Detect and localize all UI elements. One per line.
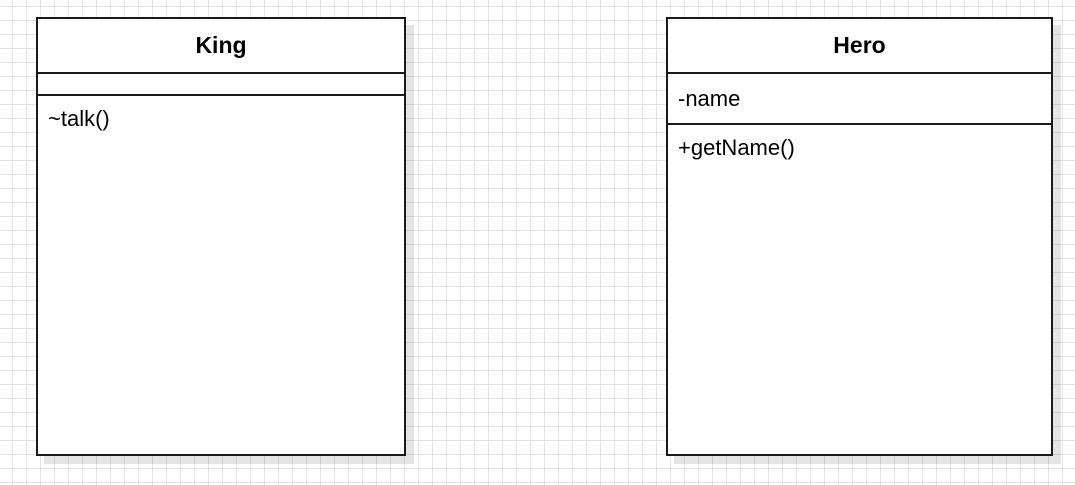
class-king[interactable]: King ~talk() — [36, 17, 406, 456]
class-hero-attributes: -name — [668, 74, 1051, 125]
class-hero-operations: +getName() — [668, 125, 1051, 171]
class-king-attributes — [38, 74, 404, 96]
class-hero[interactable]: Hero -name +getName() — [666, 17, 1053, 456]
class-hero-attribute-name: -name — [678, 85, 741, 111]
class-king-name: King — [38, 19, 404, 74]
class-hero-operation-getname: +getName() — [678, 135, 795, 160]
class-king-operations: ~talk() — [38, 96, 404, 142]
class-king-operation-talk: ~talk() — [48, 106, 110, 131]
class-hero-name: Hero — [668, 19, 1051, 74]
